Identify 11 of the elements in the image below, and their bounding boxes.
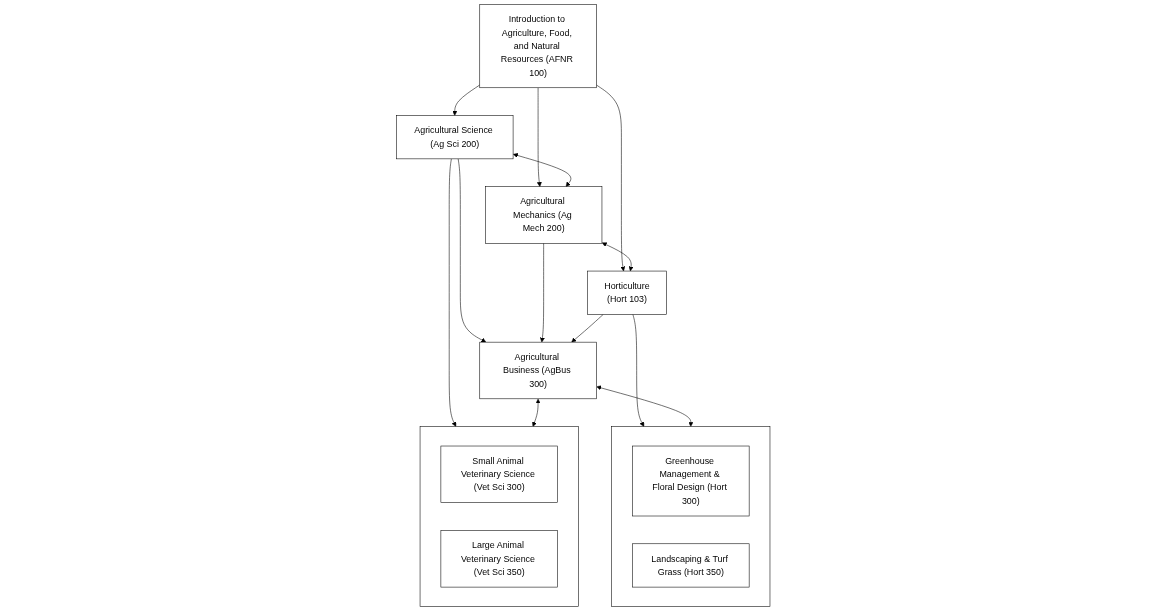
node-box: Greenhouse Management & Floral Design (Hort 300) [632,445,750,517]
node-box: Small Animal Veterinary Science (Vet Sci 300) [440,445,559,503]
cluster [611,426,771,607]
node-box: Large Animal Veterinary Science (Vet Sci 350) [440,530,559,588]
node-box: Agricultural Science (Ag Sci 200) [396,115,514,160]
cluster [420,426,579,607]
node-box: Agricultural Mechanics (Ag Mech 200) [485,186,603,244]
node-box: Horticulture (Hort 103) [587,270,667,315]
node-box: Introduction to Agriculture, Food, and Natural Resources (AFNR 100) [479,4,597,89]
node-box: Agricultural Business (AgBus 300) [479,341,597,400]
node-box: Landscaping & Turf Grass (Hort 350) [632,543,750,588]
